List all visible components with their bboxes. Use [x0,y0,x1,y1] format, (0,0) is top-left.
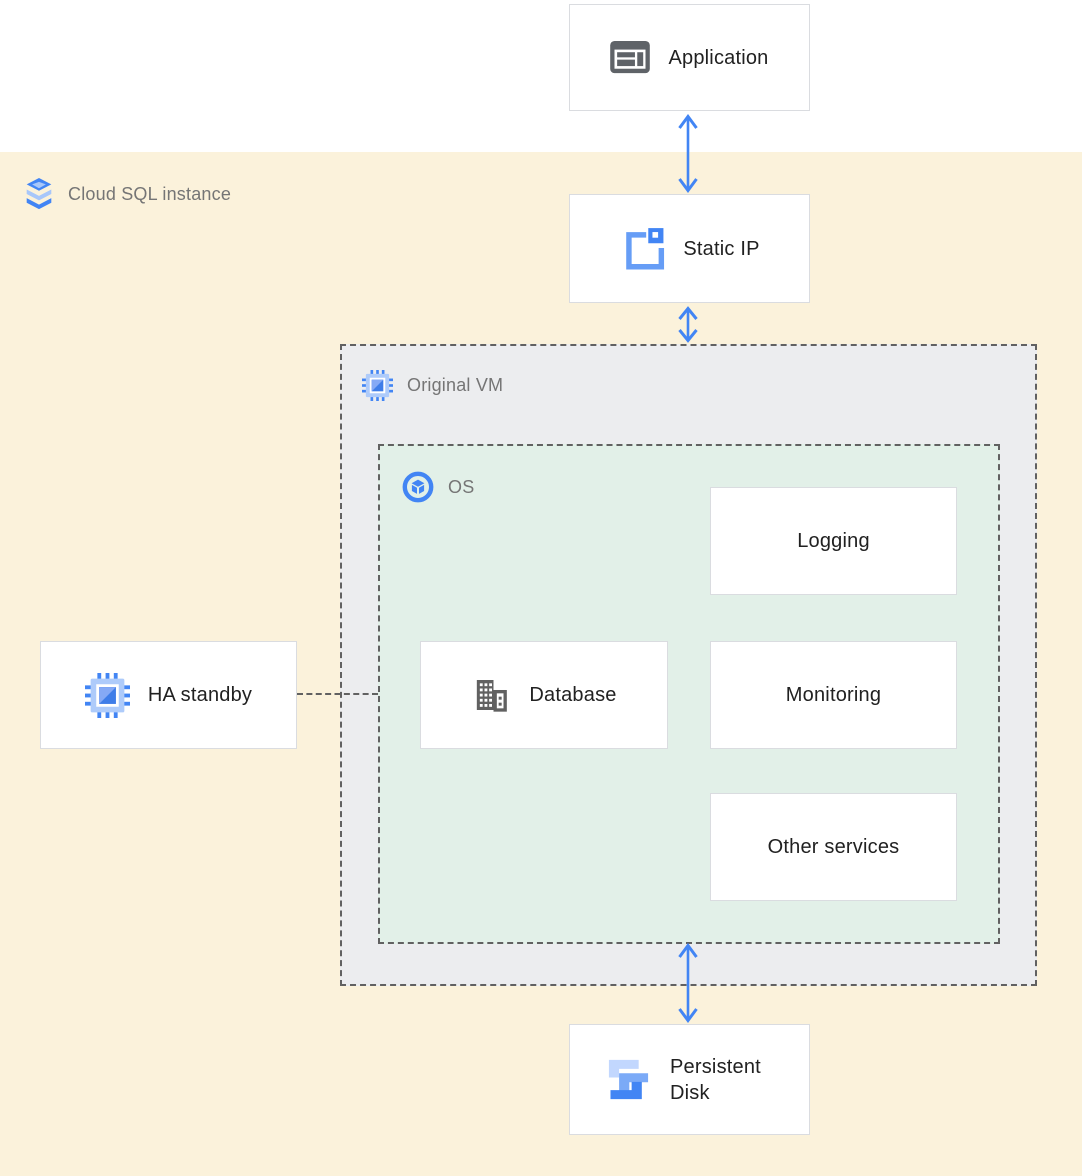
application-node: Application [569,4,810,111]
cloud-sql-instance-label: Cloud SQL instance [24,178,231,210]
static-ip-node: Static IP [569,194,810,303]
os-label-text: OS [448,476,475,497]
database-icon [477,680,508,712]
os-icon [402,471,434,503]
ha-standby-label: HA standby [147,684,253,706]
static-ip-label: Static IP [683,237,760,260]
os-label: OS [402,471,474,503]
persistent-disk-label: Persistent Disk [670,1055,761,1104]
other-services-node: Other services [710,793,957,901]
original-vm-label-text: Original VM [407,375,504,395]
monitoring-node: Monitoring [710,641,957,749]
compute-engine-icon [84,672,130,718]
database-label: Database [529,684,617,706]
static-ip-icon [626,227,665,269]
arrow-staticip-vm [678,306,698,343]
ha-standby-connector [297,693,378,695]
cloud-sql-icon [26,178,52,210]
original-vm-label: Original VM [362,370,503,401]
application-label: Application [668,46,769,69]
monitoring-label: Monitoring [785,684,882,706]
logging-node: Logging [710,487,957,595]
arrow-os-disk [678,943,698,1023]
arrow-application-staticip [678,114,698,193]
database-node: Database [420,641,668,749]
cloud-sql-instance-label-text: Cloud SQL instance [68,183,232,204]
compute-engine-icon [362,370,393,401]
logging-label: Logging [797,530,870,552]
other-services-label: Other services [767,836,900,858]
ha-standby-node: HA standby [40,641,297,749]
application-icon [610,41,651,74]
persistent-disk-node: Persistent Disk [569,1024,810,1135]
persistent-disk-icon [608,1059,649,1100]
